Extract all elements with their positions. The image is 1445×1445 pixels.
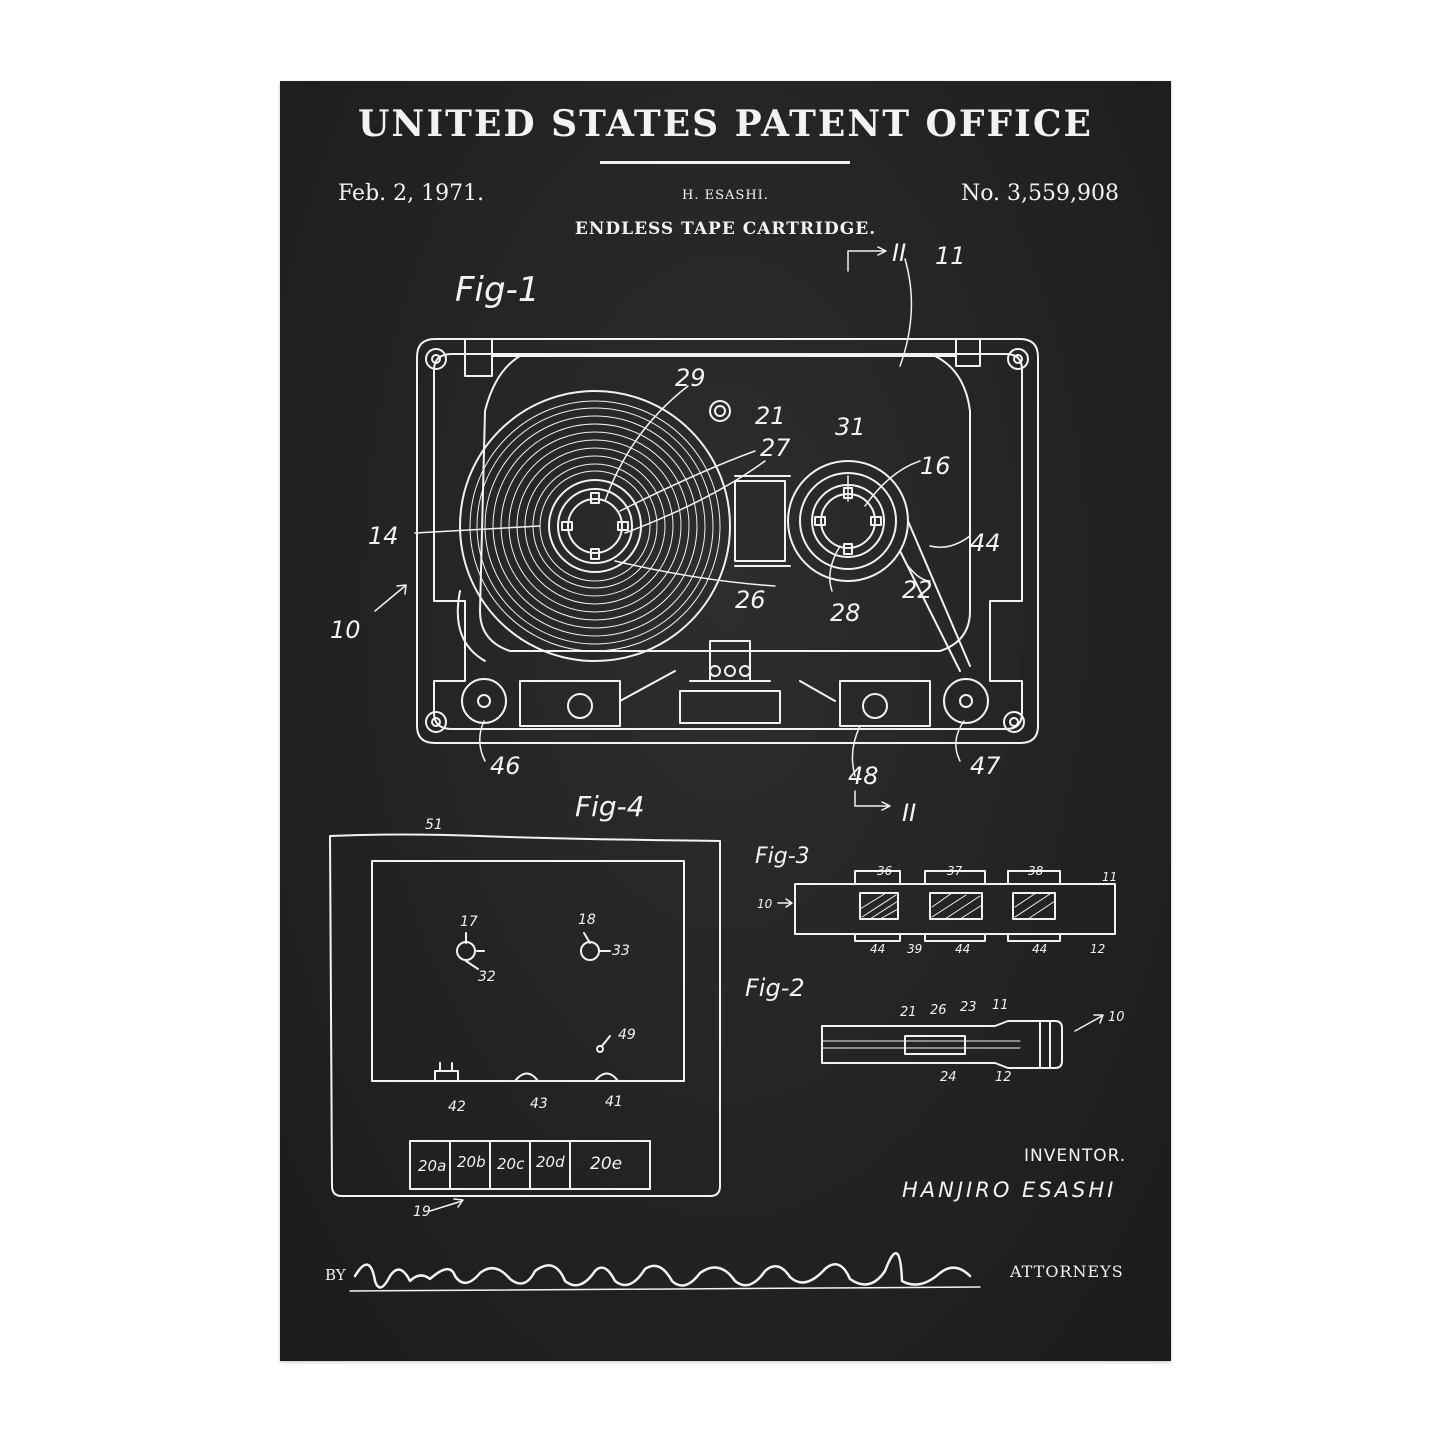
label-32: 32 <box>478 969 496 985</box>
label-14: 14 <box>368 522 399 550</box>
label-33: 33 <box>612 943 630 959</box>
capstan-left <box>567 693 593 719</box>
top-notch-left <box>464 338 493 377</box>
label-21: 21 <box>755 402 786 430</box>
fig1-section-bottom: II <box>902 799 916 827</box>
label-42: 42 <box>448 1099 466 1115</box>
marker-49 <box>596 1045 604 1053</box>
patent-date: Feb. 2, 1971. <box>338 181 485 206</box>
label-44: 44 <box>970 529 1001 557</box>
patent-number: No. 3,559,908 <box>960 181 1119 206</box>
office-title: UNITED STATES PATENT OFFICE <box>358 103 1093 145</box>
label-46: 46 <box>490 752 521 780</box>
segment-20d: 20d <box>536 1153 565 1171</box>
fig3-label-44b: 44 <box>955 942 970 956</box>
label-51: 51 <box>425 817 443 833</box>
top-notch-right <box>955 338 981 367</box>
cassette-label-area <box>479 355 971 652</box>
label-41: 41 <box>605 1094 623 1110</box>
corner-screw-bl <box>425 711 447 733</box>
inventor-name: HANJIRO ESASHI <box>902 1178 1117 1202</box>
head-opening <box>519 680 931 727</box>
label-38: 38 <box>1028 864 1044 878</box>
fig1-section-top: II <box>892 239 906 267</box>
segment-20e: 20e <box>590 1154 622 1174</box>
tab-42 <box>434 1062 459 1082</box>
guide-roller-right <box>943 678 989 724</box>
label-29: 29 <box>675 364 706 392</box>
label-37: 37 <box>947 864 963 878</box>
pressure-pad <box>679 690 781 724</box>
label-39: 39 <box>907 942 922 956</box>
label-26: 26 <box>735 586 766 614</box>
section-body <box>794 883 1116 935</box>
fig2-label-26: 26 <box>930 1003 947 1018</box>
label-19: 19 <box>413 1204 431 1220</box>
cartridge-window <box>371 860 685 1082</box>
segment-20c: 20c <box>497 1155 525 1173</box>
label-28: 28 <box>830 599 861 627</box>
label-49: 49 <box>618 1027 636 1043</box>
corner-screw-tr <box>1007 348 1029 370</box>
magnet-38 <box>1012 892 1056 920</box>
corner-screw-tl <box>425 348 447 370</box>
figure-1: Fig-1 <box>374 246 1039 811</box>
fig2-label-11: 11 <box>992 998 1009 1013</box>
label-24: 24 <box>940 1070 957 1085</box>
label-23: 23 <box>960 1000 977 1015</box>
label-22: 22 <box>902 576 933 604</box>
label-10: 10 <box>330 616 361 644</box>
segment-20a: 20a <box>418 1157 446 1175</box>
patent-poster: UNITED STATES PATENT OFFICE Feb. 2, 1971… <box>280 81 1171 1361</box>
fig3-caption: Fig-3 <box>755 844 810 869</box>
side-slot <box>904 1035 966 1055</box>
label-31: 31 <box>835 413 866 441</box>
label-11: 11 <box>935 242 966 270</box>
figure-2: Fig-2 <box>745 974 1104 1069</box>
fig3-label-10: 10 <box>757 897 773 911</box>
cartridge-outline <box>329 833 721 1197</box>
label-43: 43 <box>530 1096 548 1112</box>
attorneys-label: ATTORNEYS <box>1010 1262 1124 1281</box>
fig2-caption: Fig-2 <box>745 974 805 1002</box>
guide-roller-left <box>461 678 507 724</box>
segment-20b: 20b <box>457 1153 486 1171</box>
magnet-37 <box>929 892 983 920</box>
fig4-caption: Fig-4 <box>575 790 645 823</box>
label-17: 17 <box>460 914 478 930</box>
label-18: 18 <box>578 912 596 928</box>
fig2-label-21: 21 <box>900 1005 917 1020</box>
fig1-caption: Fig-1 <box>455 270 540 310</box>
fig3-label-44a: 44 <box>870 942 885 956</box>
fig3-label-11: 11 <box>1102 870 1117 884</box>
patent-title: ENDLESS TAPE CARTRIDGE. <box>574 219 877 239</box>
fig2-label-10: 10 <box>1108 1010 1125 1025</box>
side-body <box>821 1020 1063 1069</box>
corner-screw-br <box>1003 711 1025 733</box>
attorney-signature <box>353 1251 972 1289</box>
label-27: 27 <box>760 434 791 462</box>
figure-4: Fig-4 <box>329 790 721 1212</box>
tab-43 <box>514 1072 539 1082</box>
inventor-short: H. ESASHI. <box>682 188 769 203</box>
inventor-label: INVENTOR. <box>1024 1146 1127 1166</box>
fig3-label-12: 12 <box>1090 942 1105 956</box>
tape-path <box>899 520 971 672</box>
tab-41 <box>594 1072 619 1082</box>
magnet-36 <box>859 892 899 920</box>
left-tape-reel <box>459 390 731 662</box>
title-divider <box>600 161 850 164</box>
figure-3: Fig-3 <box>755 844 1116 942</box>
fig2-label-12: 12 <box>995 1070 1012 1085</box>
label-36: 36 <box>877 864 893 878</box>
tape-window <box>734 480 786 562</box>
patent-drawing: Fig-1 <box>329 246 1116 1292</box>
by-label: BY <box>325 1266 346 1284</box>
fig3-label-44c: 44 <box>1032 942 1047 956</box>
label-48: 48 <box>848 762 879 790</box>
label-16: 16 <box>920 452 951 480</box>
capstan-right <box>862 693 888 719</box>
label-47: 47 <box>970 752 1001 780</box>
center-hole <box>709 400 731 422</box>
